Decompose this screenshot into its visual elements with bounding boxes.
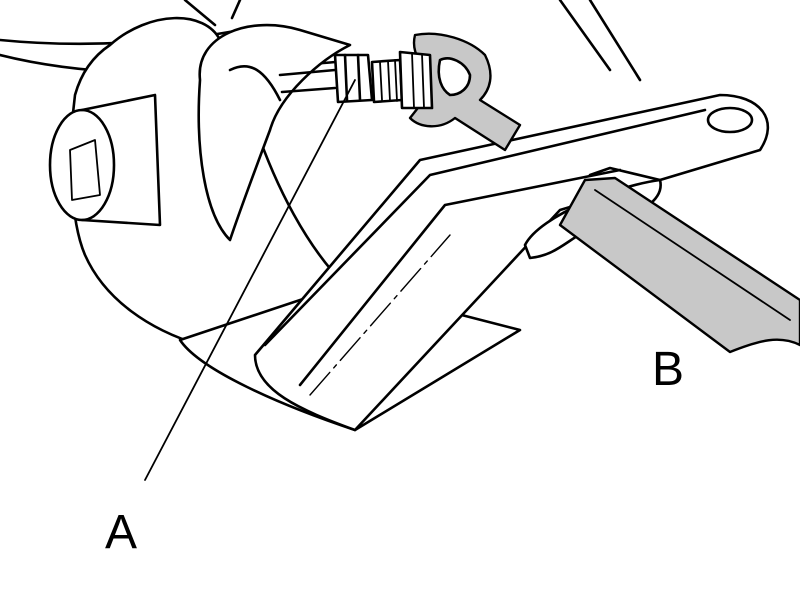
callout-a-leader bbox=[144, 79, 356, 481]
wrench bbox=[408, 32, 522, 152]
callout-b-label: B bbox=[652, 343, 684, 396]
bleed-tube bbox=[558, 176, 800, 354]
bleed-screw bbox=[278, 50, 434, 110]
callout-a-label: A bbox=[105, 506, 137, 559]
